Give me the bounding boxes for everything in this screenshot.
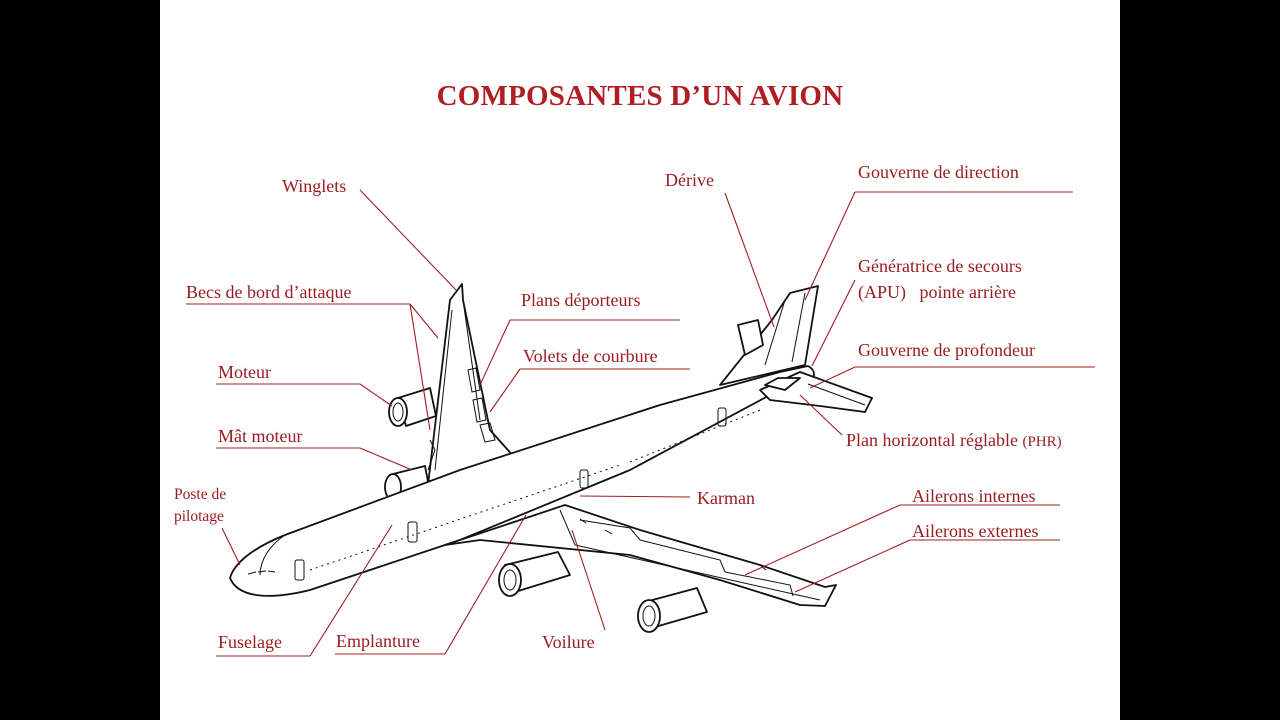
phr-main-text: Plan horizontal réglable <box>846 430 1023 450</box>
label-winglets: Winglets <box>282 176 347 196</box>
label-volets-courbure: Volets de courbure <box>523 346 658 366</box>
label-fuselage: Fuselage <box>218 632 282 652</box>
label-ailerons-internes: Ailerons internes <box>912 486 1036 506</box>
label-generatrice-secours: Génératrice de secours <box>858 256 1022 276</box>
label-ailerons-externes: Ailerons externes <box>912 521 1039 541</box>
label-gouverne-direction: Gouverne de direction <box>858 162 1019 182</box>
label-apu: (APU) pointe arrière <box>858 282 1016 302</box>
label-poste-pilotage: Poste de pilotage <box>174 486 227 526</box>
phr-abbr-text: (PHR) <box>1022 434 1062 450</box>
label-becs-bord-attaque: Becs de bord d’attaque <box>186 282 352 302</box>
label-karman: Karman <box>697 488 755 508</box>
near-engine-outer <box>637 587 708 633</box>
vertical-stabilizer <box>719 285 819 386</box>
label-moteur: Moteur <box>218 362 271 382</box>
label-gouverne-profondeur: Gouverne de profondeur <box>858 340 1035 360</box>
fuselage-body <box>229 365 815 597</box>
diagram-title: COMPOSANTES D’UN AVION <box>436 80 844 112</box>
label-derive: Dérive <box>665 170 714 190</box>
label-voilure: Voilure <box>542 632 595 652</box>
label-plan-horizontal-reglable: Plan horizontal réglable (PHR) <box>846 431 1062 450</box>
label-mat-moteur: Mât moteur <box>218 426 303 446</box>
near-engine-inner <box>498 551 571 597</box>
near-wing <box>444 504 837 607</box>
label-plans-deporteurs: Plans déporteurs <box>521 290 641 310</box>
slide: COMPOSANTES D’UN AVION <box>160 0 1120 720</box>
label-emplanture: Emplanture <box>336 631 420 651</box>
leader-lines <box>186 189 1095 657</box>
airplane-diagram <box>186 189 1095 657</box>
